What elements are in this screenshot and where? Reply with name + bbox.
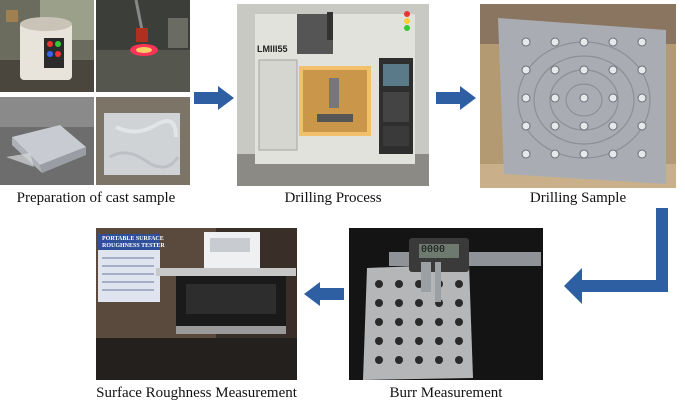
burr-plate-hole <box>415 318 423 326</box>
drilled-hole <box>550 121 560 131</box>
burr-plate-hole <box>435 318 443 326</box>
drilling-machine-photo: LMIII55 <box>237 4 429 186</box>
drilling-sample-photo <box>480 4 676 188</box>
caption-burr-measurement: Burr Measurement <box>389 385 503 401</box>
burr-plate-hole <box>415 299 423 307</box>
drilled-hole <box>521 149 531 159</box>
drilled-hole <box>550 37 560 47</box>
burr-plate-hole <box>375 318 383 326</box>
burr-plate-hole <box>455 299 463 307</box>
burr-plate-hole <box>375 356 383 364</box>
drilled-hole <box>521 65 531 75</box>
burr-plate-hole <box>395 356 403 364</box>
burr-plate-hole <box>415 356 423 364</box>
caption-drilling-process: Drilling Process <box>284 190 382 206</box>
burr-plate-hole <box>435 337 443 345</box>
drilled-hole <box>637 121 647 131</box>
tester-sign-line-2: ROUGHNESS TESTER <box>102 243 165 249</box>
drilled-hole <box>637 65 647 75</box>
drilled-hole <box>579 121 589 131</box>
arrow-l-shaped <box>564 208 668 304</box>
burr-measurement-photo: 0000 <box>349 228 543 380</box>
furnace-photo <box>0 0 94 92</box>
drilled-hole <box>521 121 531 131</box>
burr-plate-hole <box>375 337 383 345</box>
burr-plate-hole <box>375 280 383 288</box>
drilled-hole <box>637 37 647 47</box>
drilled-hole <box>579 93 589 103</box>
caliper-reading: 0000 <box>421 244 446 255</box>
drilled-hole <box>608 93 618 103</box>
drilled-hole <box>637 149 647 159</box>
burr-plate-hole <box>415 337 423 345</box>
burr-plate-hole <box>395 299 403 307</box>
drilled-hole <box>550 93 560 103</box>
tester-sign-line-1: PORTABLE SURFACE <box>102 236 164 242</box>
burr-plate-hole <box>455 318 463 326</box>
roughness-tester-photo: PORTABLE SURFACE ROUGHNESS TESTER <box>96 228 297 380</box>
drilled-hole <box>608 65 618 75</box>
drilled-hole <box>550 149 560 159</box>
arrow-right-2 <box>436 86 476 110</box>
drilled-hole <box>521 93 531 103</box>
arrow-right-1 <box>194 86 234 110</box>
burr-plate-hole <box>455 356 463 364</box>
burr-plate-hole <box>395 318 403 326</box>
pouring-photo <box>96 0 190 92</box>
drilled-hole <box>637 93 647 103</box>
cast-block-photo <box>0 97 94 185</box>
caption-drilling-sample: Drilling Sample <box>529 190 627 206</box>
drilled-hole <box>608 37 618 47</box>
arrow-left <box>304 282 344 306</box>
drilled-hole <box>608 121 618 131</box>
burr-plate-hole <box>375 299 383 307</box>
machine-label: LMIII55 <box>257 44 288 54</box>
drilled-hole <box>579 37 589 47</box>
caption-surface-roughness: Surface Roughness Measurement <box>96 385 297 401</box>
cast-sample-panel <box>0 0 190 185</box>
cast-plate-photo <box>96 97 190 185</box>
burr-plate-hole <box>455 337 463 345</box>
drilled-hole <box>579 149 589 159</box>
drilled-hole <box>608 149 618 159</box>
drilled-hole <box>550 65 560 75</box>
drilled-hole <box>521 37 531 47</box>
burr-plate-hole <box>455 280 463 288</box>
burr-plate-hole <box>435 356 443 364</box>
burr-plate-hole <box>395 280 403 288</box>
caption-cast-sample: Preparation of cast sample <box>16 190 176 206</box>
burr-plate-hole <box>395 337 403 345</box>
drilled-hole <box>579 65 589 75</box>
